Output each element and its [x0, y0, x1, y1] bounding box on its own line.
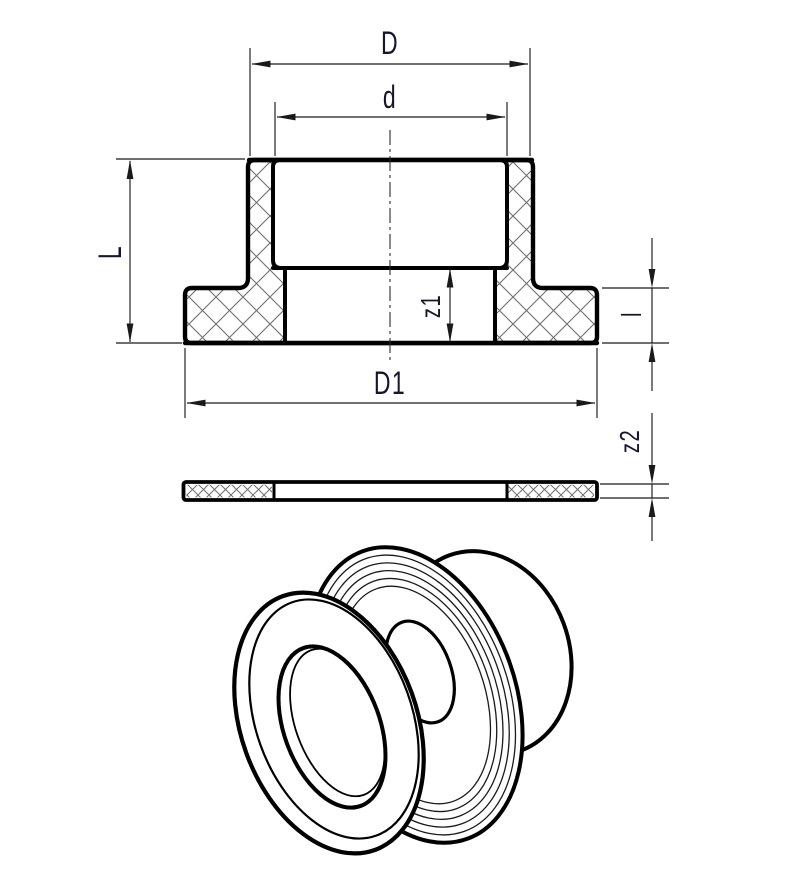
extension-lines-d — [274, 102, 508, 156]
dimension-d: d — [274, 79, 508, 156]
arrowhead-down — [648, 465, 656, 484]
arrowhead-up — [648, 343, 656, 362]
extension-lines-D — [249, 48, 531, 156]
label-collar-thickness: l — [617, 311, 648, 317]
dimension-L: L — [92, 158, 245, 344]
arrowhead-down — [648, 269, 656, 288]
label-socket-diameter: d — [383, 79, 397, 115]
extension-lines-L — [116, 158, 245, 344]
label-total-height: L — [92, 245, 128, 259]
label-outer-diameter: D — [381, 25, 399, 61]
arrowhead-bottom — [126, 323, 134, 343]
arrowhead-right — [576, 399, 596, 407]
arrowhead-left — [186, 399, 206, 407]
arrowhead-right — [509, 60, 529, 68]
ring-hatch-right — [508, 484, 594, 498]
dimension-D: D — [249, 25, 531, 156]
isometric-view — [232, 545, 574, 856]
label-bore-depth: z1 — [416, 294, 447, 318]
ring-hatch-left — [186, 484, 272, 498]
label-flange-diameter: D1 — [374, 365, 406, 401]
ring-outline — [181, 480, 599, 502]
iso-flange-hole-inner-line — [289, 647, 386, 798]
dimension-z2: z2 — [600, 413, 669, 541]
ring-view — [181, 480, 599, 502]
dimension-D1: D1 — [184, 348, 598, 418]
arrowhead-right — [486, 113, 506, 121]
dimension-z1: z1 — [416, 268, 454, 343]
ring-bore-edges — [272, 481, 509, 501]
section-view — [182, 130, 600, 364]
arrowhead-up — [648, 498, 656, 517]
arrowhead-top — [446, 268, 454, 288]
arrowhead-bottom — [446, 323, 454, 343]
arrowhead-left — [276, 113, 296, 121]
arrowhead-left — [251, 60, 271, 68]
dimension-l: l — [602, 238, 669, 391]
extension-lines-l — [602, 287, 669, 344]
extension-lines-z2 — [600, 483, 669, 499]
extension-lines-D1 — [184, 348, 598, 418]
label-ring-thickness: z2 — [615, 429, 646, 453]
iso-flange-rim-line — [248, 598, 420, 840]
arrowhead-top — [126, 160, 134, 179]
